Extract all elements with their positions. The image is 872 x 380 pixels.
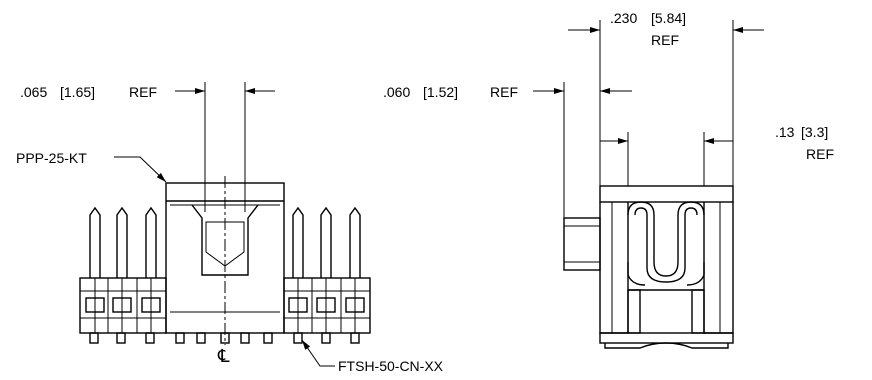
header-callout-label: PPP-25-KT [16,150,87,166]
tail [220,332,230,344]
pin [89,206,101,278]
dimension-060: .060 [1.52] REF [383,82,632,218]
dim-060-ref: REF [490,84,518,100]
dim-065-value: .065 [20,84,47,100]
header-callout-leader [114,156,167,183]
dim-065-metric: [1.65] [60,84,95,100]
side-base [599,332,734,344]
callout-header: PPP-25-KT [16,150,167,183]
rect [350,332,360,344]
path [686,262,705,286]
callout-socket: FTSH-50-CN-XX [301,339,444,374]
dim-13-value: .13 [775,124,795,140]
rect [89,332,99,344]
rect [627,289,641,334]
pin [116,206,128,278]
path [627,262,646,286]
pin [145,206,157,278]
rect [145,332,155,344]
socket-callout-label: FTSH-50-CN-XX [338,358,444,374]
rect [288,297,308,313]
side-contact-inner [634,207,698,283]
dim-13-ref: REF [806,146,834,162]
side-top-cap [599,185,734,203]
dim-230-ref: REF [651,32,679,48]
dim-060-value: .060 [383,84,410,100]
rect [691,289,705,334]
path [665,342,729,349]
side-left-wall [599,202,629,334]
header-left-body [79,277,167,334]
pin [349,206,361,278]
header-right [283,206,371,344]
tail [263,332,273,344]
side-body [563,185,734,349]
side-view: .230 [5.84] REF .060 [1.52] REF .13 [3.3… [383,10,834,349]
tail [196,332,206,344]
socket-callout-leader [301,339,335,367]
header-right-body [283,277,371,334]
dimension-230: .230 [5.84] REF [568,10,764,186]
rect [112,297,132,313]
dim-230-value: .230 [610,10,637,26]
rect [116,332,126,344]
socket-body [165,176,285,345]
header-left [79,206,167,344]
tail [175,332,185,344]
rect [345,297,365,313]
rect [85,297,105,313]
dim-060-metric: [1.52] [423,84,458,100]
rect [316,297,336,313]
tail [240,332,250,344]
rect [141,297,161,313]
socket-tails [175,332,273,344]
centerline-symbol: ℄ [217,346,230,366]
socket-contact [205,221,245,267]
path [604,342,667,349]
rect [293,332,303,344]
rect [321,332,331,344]
pin [320,206,332,278]
dim-065-ref: REF [129,84,157,100]
front-view: .065 [1.65] REF PPP-25-KT [16,82,444,374]
pin [292,206,304,278]
side-contact-outer [627,201,705,277]
side-right-wall [703,202,734,334]
dimension-065: .065 [1.65] REF [20,82,275,212]
dim-13-metric: [3.3] [801,124,828,140]
dimension-13: .13 [3.3] REF [600,124,834,186]
dim-230-metric: [5.84] [651,10,686,26]
